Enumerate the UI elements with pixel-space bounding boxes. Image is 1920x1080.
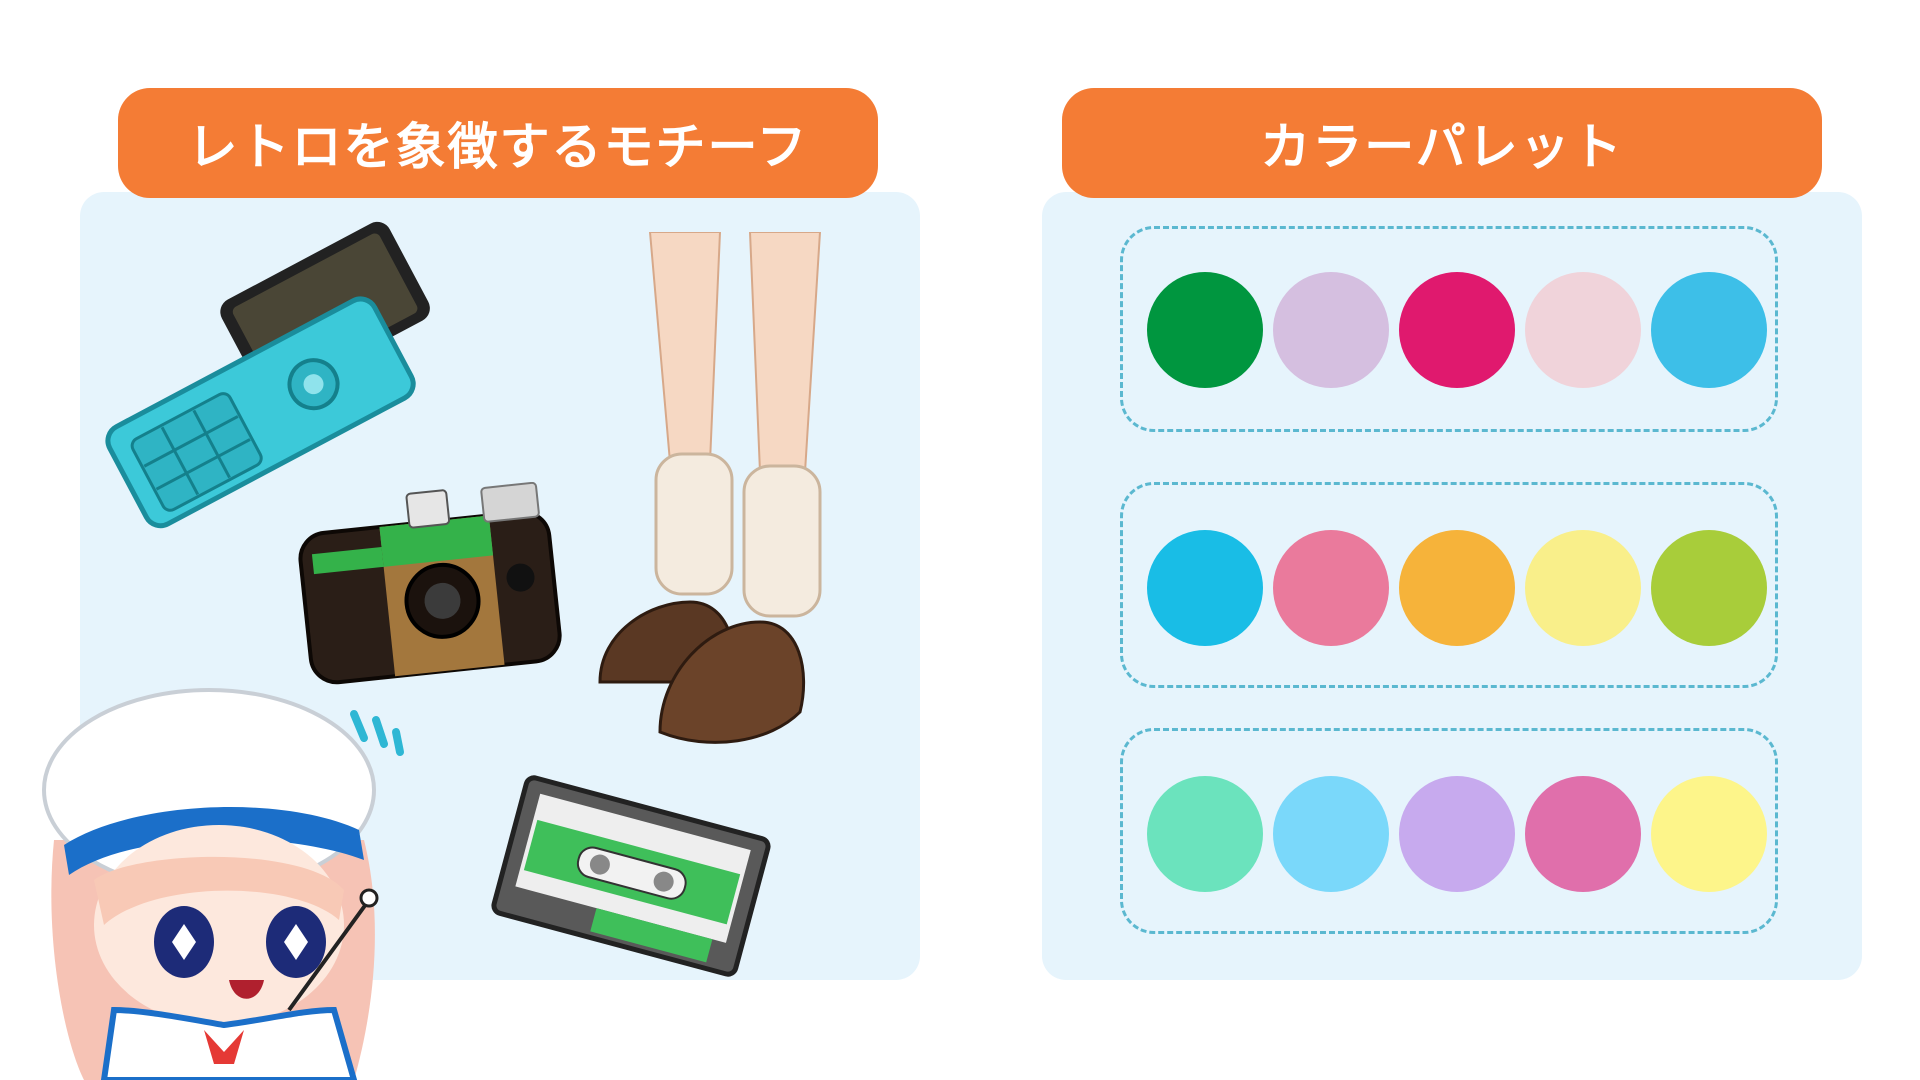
color-swatch	[1525, 530, 1641, 646]
palette-group-3	[1120, 728, 1778, 934]
palette-title: カラーパレット	[1062, 88, 1822, 198]
loose-socks-loafers-icon	[598, 232, 822, 744]
color-swatch	[1399, 776, 1515, 892]
color-swatch	[1651, 272, 1767, 388]
color-swatch	[1651, 776, 1767, 892]
color-swatch	[1147, 776, 1263, 892]
guide-character-icon	[42, 688, 404, 1080]
color-swatch	[1525, 272, 1641, 388]
color-swatch	[1651, 530, 1767, 646]
motif-title: レトロを象徴するモチーフ	[118, 88, 878, 198]
color-swatch	[1399, 530, 1515, 646]
flip-phone-icon	[105, 221, 430, 529]
color-swatch	[1273, 530, 1389, 646]
palette-group-1	[1120, 226, 1778, 432]
color-swatch	[1273, 776, 1389, 892]
color-swatch	[1399, 272, 1515, 388]
color-swatch	[1273, 272, 1389, 388]
cassette-tape-icon	[491, 775, 771, 977]
color-swatch	[1147, 530, 1263, 646]
color-swatch	[1147, 272, 1263, 388]
color-swatch	[1525, 776, 1641, 892]
disposable-camera-icon	[298, 482, 562, 685]
palette-group-2	[1120, 482, 1778, 688]
